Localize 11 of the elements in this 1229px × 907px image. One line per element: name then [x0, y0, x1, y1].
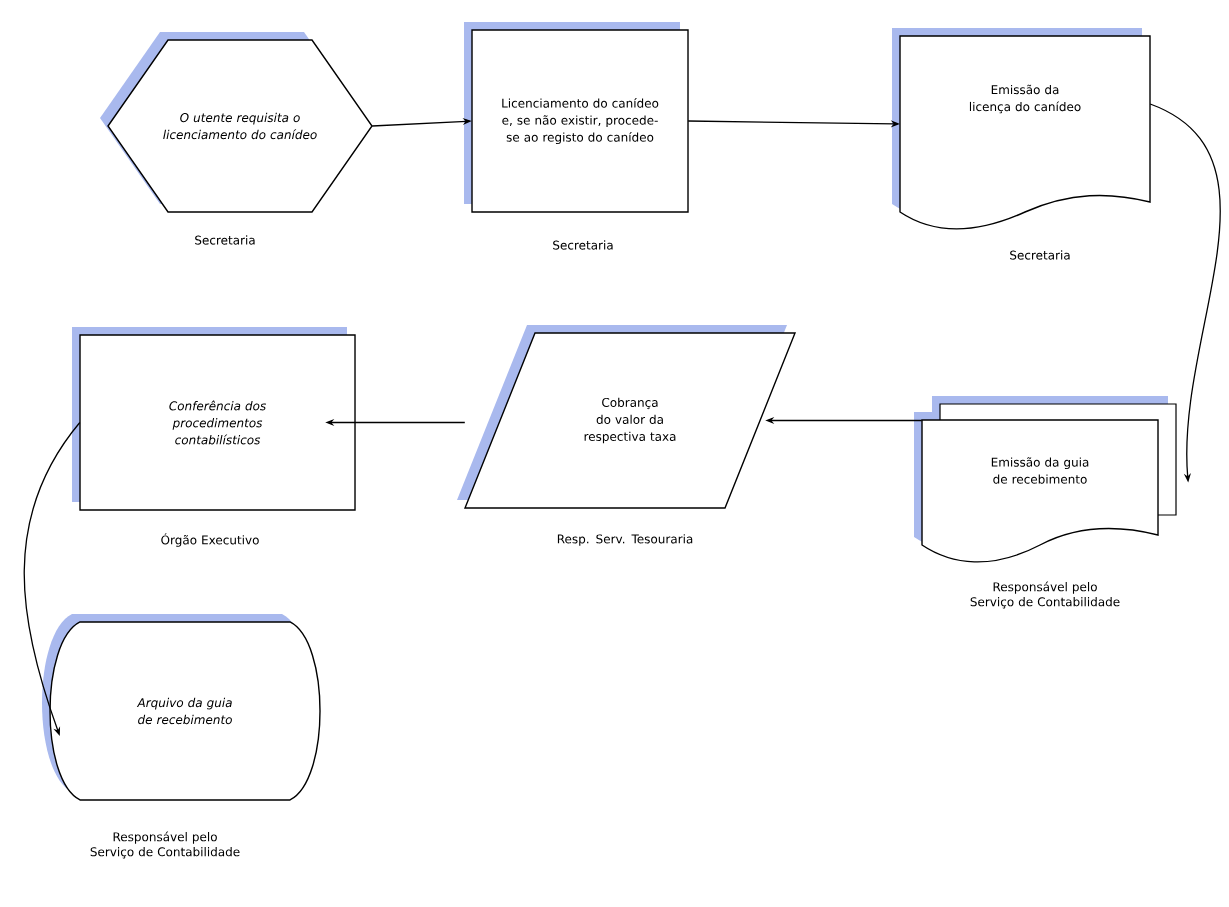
caption-label: Resp. Serv. Tesouraria: [557, 534, 693, 546]
process-box: Conferência dos procedimentos contabilísticos: [72, 327, 356, 511]
caption-label: Secretaria: [1010, 250, 1070, 260]
caption-label: Responsável pelo Serviço de Contabilidade: [970, 581, 1120, 609]
caption-label: Responsável pelo Serviço de Contabilidade: [90, 831, 240, 859]
hexagon-box: O utente requisita o licenciamento do canídeo: [100, 32, 373, 213]
caption-label: Secretaria: [195, 235, 255, 245]
parallelogram-box: Cobrança do valor da respectiva taxa: [457, 325, 797, 509]
process-box: Licenciamento do canídeo e, se não existir, procede-se ao registo do canídeo: [464, 22, 689, 213]
caption-label: Órgão Executivo: [161, 533, 259, 547]
caption-label: Secretaria: [553, 240, 613, 250]
